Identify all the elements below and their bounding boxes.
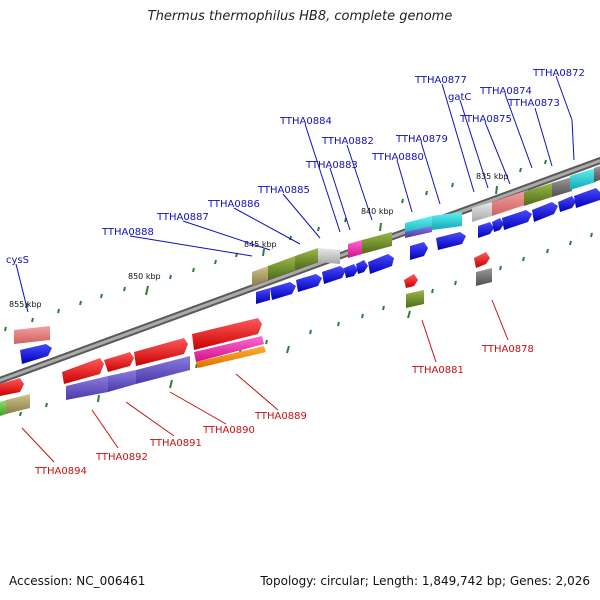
- gene-label: TTHA0890: [202, 425, 255, 436]
- gene-label: TTHA0888: [101, 227, 154, 238]
- top-leaders: [15, 75, 575, 313]
- gene-label: cysS: [6, 255, 29, 266]
- feature-grey: [318, 248, 340, 264]
- scale-label: 845 kbp: [244, 240, 277, 249]
- feature-grey: [472, 202, 492, 222]
- gene-label: TTHA0879: [395, 134, 448, 145]
- gene-label: TTHA0874: [479, 86, 532, 97]
- gene-label: TTHA0884: [279, 116, 332, 127]
- scale-labels: 835 kbp 840 kbp 845 kbp 850 kbp 855 kbp: [9, 172, 509, 309]
- bottom-leaders: [21, 299, 509, 463]
- scale-label: 835 kbp: [476, 172, 509, 181]
- gene-label: TTHA0878: [481, 344, 534, 355]
- gene-label: TTHA0885: [257, 185, 310, 196]
- feature-cyan: [432, 212, 462, 230]
- feature-khaki: [252, 266, 268, 286]
- top-gene-labels: TTHA0872 TTHA0874 TTHA0873 TTHA0877 gatC…: [6, 68, 585, 266]
- feature-dark: [594, 166, 600, 182]
- accession-text: Accession: NC_006461: [9, 574, 146, 588]
- feature-pink: [14, 326, 50, 344]
- lower-feature-track: [0, 252, 492, 416]
- gene-label: TTHA0892: [95, 452, 148, 463]
- gene-label: TTHA0883: [305, 160, 358, 171]
- scale-label: 855 kbp: [9, 300, 42, 309]
- gene-label: TTHA0873: [507, 98, 560, 109]
- gene-label: TTHA0880: [371, 152, 424, 163]
- upper-feature-track: [14, 166, 600, 344]
- scale-label: 850 kbp: [128, 272, 161, 281]
- bottom-gene-labels: TTHA0878 TTHA0881 TTHA0889 TTHA0890 TTHA…: [34, 344, 534, 477]
- feature-olive: [362, 232, 392, 254]
- feature-pink: [492, 190, 528, 216]
- upper-cds-track: [20, 188, 600, 364]
- scale-label: 840 kbp: [361, 207, 394, 216]
- gene-label: TTHA0891: [149, 438, 202, 449]
- gene-label: TTHA0875: [459, 114, 512, 125]
- gene-label: gatC: [448, 92, 471, 103]
- genome-backbone: [0, 156, 600, 385]
- feature-magenta: [348, 240, 362, 258]
- gene-label: TTHA0889: [254, 411, 307, 422]
- map-title: Thermus thermophilus HB8, complete genom…: [147, 9, 453, 24]
- gene-label: TTHA0887: [156, 212, 209, 223]
- feature-dark: [552, 177, 572, 197]
- gene-label: TTHA0872: [532, 68, 585, 79]
- genome-summary-text: Topology: circular; Length: 1,849,742 bp…: [260, 574, 590, 588]
- feature-olive: [524, 183, 552, 206]
- feature-cyan: [570, 168, 596, 190]
- gene-label: TTHA0877: [414, 75, 467, 86]
- gene-label: TTHA0894: [34, 466, 87, 477]
- feature-olive: [268, 256, 295, 280]
- gene-label: TTHA0881: [411, 365, 464, 376]
- feature-olive: [295, 248, 318, 270]
- feature-purple: [405, 226, 432, 238]
- gene-label: TTHA0886: [207, 199, 260, 210]
- gene-label: TTHA0882: [321, 136, 374, 147]
